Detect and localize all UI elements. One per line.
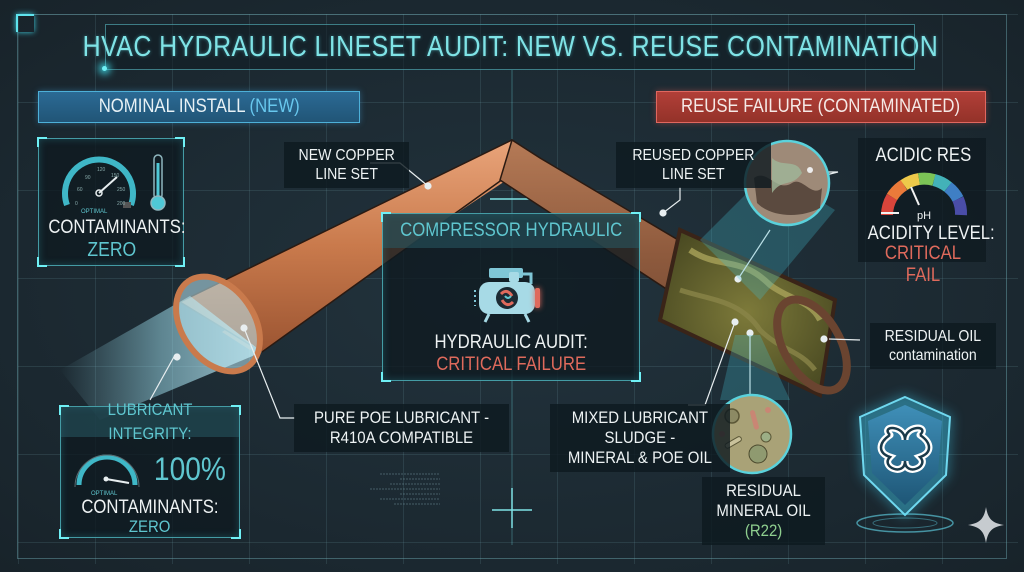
sparkle-icon [968, 507, 1004, 543]
lubricant-integrity-panel: LUBRICANT INTEGRITY: OPTIMAL 100% CONTAM… [59, 400, 241, 539]
svg-text:pH: pH [917, 210, 931, 222]
svg-text:OPTIMAL: OPTIMAL [81, 209, 108, 215]
ph-gauge-icon: pH [881, 172, 968, 222]
integrity-percent: 100% [153, 451, 226, 487]
contaminants-status-panel: 90 120 60 150 250 0 200 OPTIMAL CONTAMIN… [37, 137, 186, 267]
reuse-failure-header: REUSE FAILURE (CONTAMINATED) [656, 91, 986, 123]
nominal-header-label: NOMINAL INSTALL [98, 96, 245, 117]
thermometer-icon [150, 154, 166, 211]
acidic-residue-title: ACIDIC RES [875, 145, 971, 166]
compressor-hydraulic-panel: COMPRESSOR HYDRAULIC HYDRAULIC AUDIT: CR… [381, 212, 641, 382]
lubricant-integrity-title: LUBRICANT INTEGRITY: [107, 400, 193, 443]
gauge-icon: 90 120 60 150 250 0 200 OPTIMAL [62, 156, 136, 215]
integrity-gauge-icon: OPTIMAL [74, 454, 140, 497]
integrity-contaminants-value: ZERO [129, 517, 171, 536]
contaminants-value: ZERO [87, 239, 137, 261]
title-bar: HVAC HYDRAULIC LINESET AUDIT: NEW VS. RE… [82, 24, 937, 70]
svg-text:90: 90 [85, 175, 91, 181]
hydraulic-audit-label: HYDRAULIC AUDIT: [434, 332, 588, 353]
compressor-panel-header: COMPRESSOR HYDRAULIC [383, 214, 639, 248]
compressor-icon [474, 268, 540, 323]
integrity-contaminants-label: CONTAMINANTS: [81, 497, 219, 518]
page-title: HVAC HYDRAULIC LINESET AUDIT: NEW VS. RE… [82, 30, 938, 63]
svg-text:OPTIMAL: OPTIMAL [91, 491, 118, 497]
acidity-panel: ACIDIC RES pH ACIDITY LEVEL: CRITICAL FA… [858, 138, 995, 286]
shield-knot-icon [856, 395, 954, 533]
pure-poe-label: PURE POE LUBRICANT -R410A COMPATIBLE [294, 404, 510, 452]
nominal-header-accent: (NEW) [249, 96, 300, 117]
svg-text:150: 150 [111, 173, 120, 179]
svg-text:120: 120 [97, 167, 106, 173]
compressor-panel-title: COMPRESSOR HYDRAULIC [399, 220, 623, 241]
nominal-install-header: NOMINAL INSTALL (NEW) [38, 91, 360, 123]
data-readout-decoration [370, 473, 440, 505]
svg-text:200: 200 [117, 201, 126, 207]
svg-text:250: 250 [117, 187, 126, 193]
reuse-header-label: REUSE FAILURE (CONTAMINATED) [681, 96, 961, 117]
frame-corner-icon [16, 14, 34, 32]
glow-dot-icon [102, 66, 107, 71]
contaminants-label: CONTAMINANTS: [48, 217, 186, 238]
acidity-level-value: CRITICAL FAIL [884, 243, 962, 286]
acidity-level-label: ACIDITY LEVEL: [867, 223, 995, 244]
svg-text:0: 0 [75, 201, 78, 207]
svg-text:60: 60 [77, 187, 83, 193]
outer-frame [17, 14, 1007, 559]
hydraulic-audit-value: CRITICAL FAILURE [436, 354, 586, 375]
lubricant-integrity-header: LUBRICANT INTEGRITY: [61, 400, 239, 443]
